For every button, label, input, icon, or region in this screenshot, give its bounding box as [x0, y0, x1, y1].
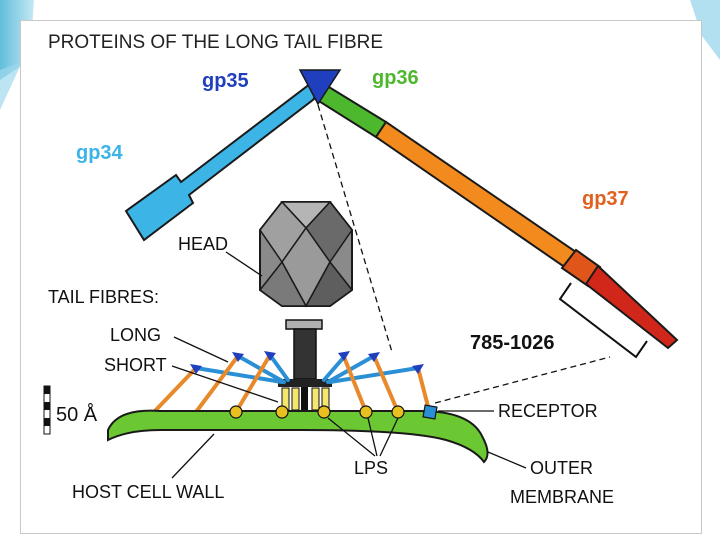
- long-fibre-upper-5: [326, 354, 376, 384]
- long-fibre-upper-1: [194, 366, 284, 384]
- phage: [258, 200, 354, 425]
- gp36-label: gp36: [372, 67, 419, 89]
- outer-membrane-label-1: OUTER: [530, 458, 593, 478]
- leader-lines: [171, 251, 527, 479]
- fibre-joint-4: [338, 351, 350, 361]
- tail-tube: [301, 387, 308, 425]
- long-fibre-lower-3: [234, 353, 272, 414]
- long-fibre-lower-1: [152, 366, 198, 414]
- fibre-joint-2: [232, 352, 244, 362]
- gp35-triangle: [298, 69, 342, 106]
- tail-fibres-label: TAIL FIBRES:: [48, 287, 159, 307]
- gp35-label: gp35: [202, 70, 249, 92]
- short-fibre-2: [291, 387, 300, 411]
- lps-leader-3: [379, 417, 399, 457]
- host-cell-wall: [107, 409, 489, 464]
- outer-membrane-label-2: MEMBRANE: [510, 487, 614, 507]
- long-fibre-lower-2: [194, 354, 240, 414]
- gp34-label: gp34: [76, 142, 124, 164]
- guide-line-right: [434, 356, 611, 404]
- long-label: LONG: [110, 325, 161, 345]
- fibre-joint-3: [264, 351, 276, 361]
- host-cell-wall-label: HOST CELL WALL: [72, 482, 224, 502]
- lps-label: LPS: [354, 458, 388, 478]
- head-facet-lower-r: [304, 260, 354, 307]
- short-leader: [171, 365, 279, 403]
- phage-baseplate: [278, 379, 332, 387]
- short-label: SHORT: [104, 355, 167, 375]
- lps-dot-1: [229, 405, 243, 419]
- host-wall-leader: [171, 433, 215, 479]
- fibre-joint-5: [368, 352, 380, 362]
- long-fibre-upper-3: [268, 353, 290, 382]
- head-label: HEAD: [178, 234, 228, 254]
- guide-line-left: [317, 104, 393, 353]
- lps-dot-2: [275, 405, 289, 419]
- long-tail-fibres: [152, 351, 432, 416]
- outer-membrane-leader: [487, 451, 527, 469]
- gp37-tip: [584, 264, 679, 350]
- long-tail-fibre-enlarged: [124, 69, 679, 350]
- title: PROTEINS OF THE LONG TAIL FIBRE: [48, 32, 383, 53]
- long-fibre-upper-4: [322, 355, 346, 382]
- phage-collar: [285, 319, 323, 330]
- long-leader: [173, 336, 229, 363]
- phage-tail-fibre-diagram: PROTEINS OF THE LONG TAIL FIBRE gp35 gp3…: [43, 32, 679, 507]
- lps-dot-3: [317, 405, 331, 419]
- fibre-joint-6: [412, 364, 424, 374]
- lps-dot-4: [359, 405, 373, 419]
- long-fibre-upper-6: [328, 366, 420, 384]
- lps-leader-2: [367, 417, 378, 457]
- head-leader: [225, 251, 263, 277]
- range-label: 785-1026: [470, 332, 555, 354]
- left-accent-shape-2: [0, 62, 22, 110]
- scale-label: 50 Å: [56, 403, 98, 426]
- receptor-label: RECEPTOR: [498, 401, 598, 421]
- right-accent-shape: [690, 0, 720, 60]
- fibre-joint-1: [190, 364, 202, 374]
- lps-dot-5: [391, 405, 405, 419]
- gp37-segment: [374, 120, 578, 270]
- lps-leader-1: [327, 417, 376, 457]
- scale-bar: [43, 385, 51, 435]
- short-fibre-3: [311, 387, 320, 411]
- gp37-label: gp37: [582, 188, 629, 210]
- phage-tail: [293, 328, 317, 380]
- long-fibre-lower-5: [372, 354, 400, 414]
- range-bracket: [558, 282, 648, 359]
- long-fibre-lower-4: [342, 355, 368, 414]
- receptor: [422, 404, 438, 420]
